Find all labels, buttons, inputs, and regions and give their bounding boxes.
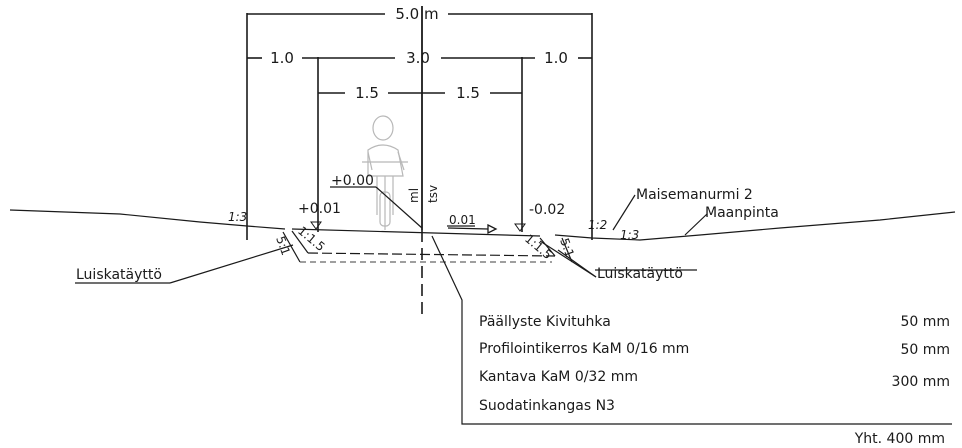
left-fill-callout: Luiskatäyttö <box>76 267 162 283</box>
cyclist-head <box>372 115 394 141</box>
slope-left-edge-label: 1:1.5 <box>295 224 328 255</box>
ground-line-right <box>555 212 955 240</box>
dim-path-width-label: 3.0 <box>406 49 430 67</box>
crossfall-arrow <box>448 225 496 233</box>
right-fill-slope <box>562 238 572 262</box>
center-elevation-label: +0.00 <box>331 173 374 189</box>
layer-table-bracket <box>432 236 952 424</box>
right-fill-callout: Luiskatäyttö <box>597 266 683 282</box>
axis-ml-label: ml <box>407 188 421 203</box>
structure-right-slope <box>540 238 555 256</box>
left-fill-leader <box>170 245 293 283</box>
bike-wheel <box>379 191 391 227</box>
left-edge-marker <box>311 222 321 229</box>
crossfall-arrow-head <box>488 225 496 233</box>
landscape-leader <box>613 195 635 230</box>
layer-2-thickness: 50 mm <box>900 342 950 358</box>
ground-leader <box>685 214 707 235</box>
total-thickness: Yht. 400 mm <box>854 431 945 447</box>
right-fill-leader-b <box>558 250 596 277</box>
ground-callout: Maanpinta <box>705 205 779 221</box>
slope-right-outer-a-label: 1:2 <box>588 218 607 232</box>
slope-right-outer-b-label: 1:3 <box>620 228 639 242</box>
slope-left-fill-label: 5:1 <box>273 234 293 257</box>
layer-3-thickness: 300 mm <box>892 374 950 390</box>
layer-1-name: Päällyste Kivituhka <box>479 314 611 330</box>
landscape-callout: Maisemanurmi 2 <box>636 187 753 203</box>
surface-line <box>292 229 540 236</box>
layer-2-name: Profilointikerros KaM 0/16 mm <box>479 341 689 357</box>
cyclist-arm-right <box>398 152 404 170</box>
right-edge-elevation-label: -0.02 <box>529 202 565 218</box>
terrain <box>10 210 955 262</box>
left-fill-slope <box>283 232 300 262</box>
crossfall-arrow-shaft <box>448 228 488 229</box>
layer-3-name: Kantava KaM 0/32 mm <box>479 369 638 385</box>
crossfall-label: 0.01 <box>449 213 476 227</box>
cyclist-arm-left <box>368 152 372 170</box>
layer-1-thickness: 50 mm <box>900 314 950 330</box>
dim-right-half-label: 1.5 <box>456 84 480 102</box>
dim-left-shoulder-label: 1.0 <box>270 49 294 67</box>
structure-bottom <box>308 253 555 256</box>
dim-left-half-label: 1.5 <box>355 84 379 102</box>
cyclist-torso <box>368 145 403 176</box>
layer-4-name: Suodatinkangas N3 <box>479 398 615 414</box>
dimension-lines <box>247 13 592 240</box>
callout-leaders <box>75 195 952 424</box>
dim-total-label: 5.0 m <box>395 5 438 23</box>
slope-left-outer-label: 1:3 <box>228 210 247 224</box>
edge-markers <box>311 222 525 231</box>
ground-line-left <box>10 210 285 229</box>
axis-tsv-label: tsv <box>426 185 440 203</box>
right-edge-marker <box>515 224 525 231</box>
slope-right-fill-label: 5:1 <box>557 236 577 259</box>
cyclist-illustration <box>362 115 408 230</box>
structure-left-slope <box>292 231 308 253</box>
elevation-leader <box>376 187 422 228</box>
dim-right-shoulder-label: 1.0 <box>544 49 568 67</box>
left-edge-elevation-label: +0.01 <box>298 201 341 217</box>
